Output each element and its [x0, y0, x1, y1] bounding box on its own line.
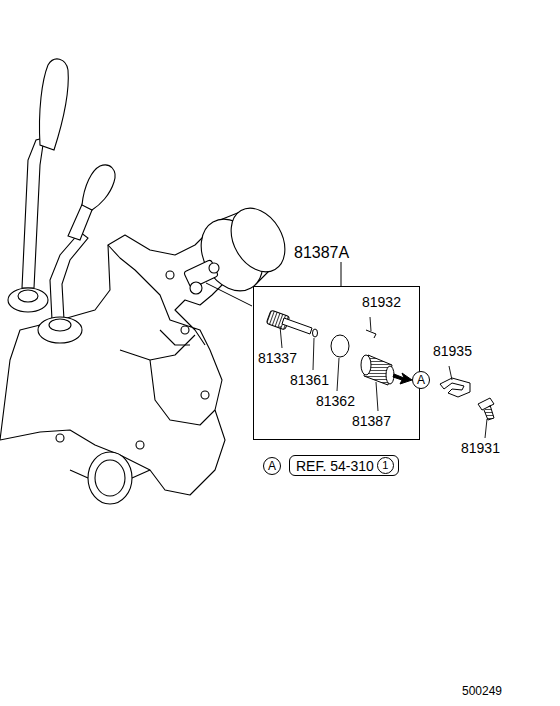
parts: [266, 310, 494, 420]
leader-line: [206, 283, 252, 306]
drawing-stroke: [120, 335, 195, 360]
drawing-stroke: [88, 452, 132, 504]
drawing-stroke: [166, 271, 174, 279]
drawing-stroke: [331, 335, 349, 357]
drawing-stroke: [209, 263, 219, 273]
reference-box: REF. 54-310 1: [289, 455, 399, 476]
drawing-stroke: [38, 317, 82, 343]
part-number: 81361: [290, 372, 329, 388]
reference-text: A: [417, 373, 425, 387]
shift-levers: [8, 59, 115, 343]
part-number: 81931: [461, 440, 500, 456]
drawing-stroke: [376, 382, 378, 411]
drawing-stroke: [39, 59, 68, 150]
drawing-stroke: [49, 319, 71, 331]
part-number: 81387: [352, 413, 391, 429]
drawing-stroke: [136, 441, 144, 449]
drawing-stroke: [22, 138, 44, 288]
group-number: 81387A: [294, 244, 349, 262]
drawing-stroke: [366, 330, 376, 338]
drawing-stroke: [485, 419, 487, 438]
drawing-stroke: [449, 366, 452, 380]
drawing-stroke: [18, 290, 38, 302]
leader-lines: [280, 317, 487, 438]
drawing-stroke: [484, 405, 494, 420]
drawing-stroke: [386, 366, 394, 384]
part-number: 81362: [316, 393, 355, 409]
drawing-stroke: [393, 373, 412, 384]
part-number: 81935: [433, 343, 472, 359]
drawing-stroke: [190, 282, 202, 294]
part-number: 81932: [362, 294, 401, 310]
drawing-stroke: [370, 317, 371, 331]
drawing-stroke: [95, 460, 125, 496]
transfer-case: [0, 199, 296, 504]
drawing-stroke: [181, 326, 189, 334]
part-number: 81337: [258, 350, 297, 366]
drawing-stroke: [8, 288, 48, 312]
drawing-stroke: [150, 360, 215, 425]
drawing-stroke: [440, 378, 470, 397]
drawing-stroke: [50, 232, 88, 320]
reference-circle: A: [263, 457, 281, 475]
drawing-stroke: [361, 355, 371, 375]
sheet-circle: 1: [377, 457, 394, 474]
reference-text: 1: [382, 459, 388, 472]
drawing-stroke: [337, 358, 339, 391]
drawing-stroke: [82, 165, 115, 210]
drawing-stroke: [56, 434, 64, 442]
drawing-stroke: [220, 199, 296, 282]
drawing-stroke: [313, 329, 318, 337]
drawing-stroke: [313, 338, 314, 370]
drawing-stroke: [282, 318, 312, 334]
drawing-stroke: [280, 326, 282, 348]
reference-text: REF. 54-310: [296, 458, 374, 474]
leader-line: [341, 262, 342, 286]
reference-circle: A: [412, 371, 430, 389]
drawing-number: 500249: [462, 683, 502, 699]
drawing-stroke: [478, 398, 494, 410]
drawing-stroke: [70, 470, 150, 478]
drawing-stroke: [201, 391, 209, 399]
drawing-stroke: [160, 330, 190, 345]
reference-text: A: [268, 459, 276, 473]
